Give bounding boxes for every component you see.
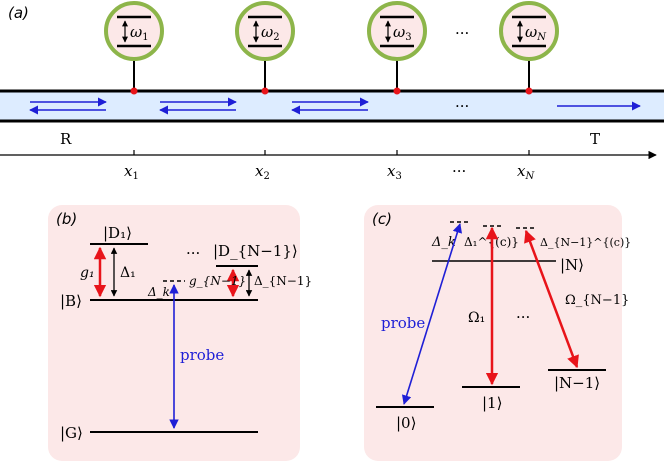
coupling-node xyxy=(261,87,269,95)
position-label: x xyxy=(255,162,264,180)
position-label: x xyxy=(124,162,133,180)
svg-text:x1: x1 xyxy=(124,162,139,182)
coupling-gn1: g_{N−1} xyxy=(189,274,246,288)
detuning-n1c: Δ_{N−1}^{(c)} xyxy=(540,236,631,249)
position-sub: 1 xyxy=(132,171,138,182)
panel-c: (c) Δ_k Δ₁^{(c)} Δ_{N−1}^{(c)} |N⟩ |0⟩ |… xyxy=(364,205,631,461)
probe-label: probe xyxy=(381,314,425,332)
position-sub: 2 xyxy=(263,171,269,182)
state-n1: |N−1⟩ xyxy=(554,374,600,392)
probe-label: probe xyxy=(180,346,224,364)
svg-text:x3: x3 xyxy=(387,162,402,182)
atom-freq: ω xyxy=(525,23,537,41)
reflection-label: R xyxy=(60,130,72,148)
state-1: |1⟩ xyxy=(482,394,502,412)
state-0: |0⟩ xyxy=(396,414,416,432)
atom-freq: ω xyxy=(261,23,273,41)
waveguide xyxy=(0,91,664,121)
detuning-1: Δ₁ xyxy=(120,265,136,281)
state-g: |G⟩ xyxy=(60,424,83,442)
atom-freq-sub: N xyxy=(536,32,547,43)
position-label: x xyxy=(517,162,526,180)
panel-a-label: (a) xyxy=(8,4,29,22)
atom-freq-sub: 1 xyxy=(142,32,148,43)
position-label: x xyxy=(387,162,396,180)
atom-1: ω1 xyxy=(104,1,164,95)
coupling-node xyxy=(393,87,401,95)
state-d1: |D₁⟩ xyxy=(103,224,132,242)
detuning-n1: Δ_{N−1} xyxy=(254,274,312,288)
atom-3: ω3 xyxy=(367,1,427,95)
svg-text:ωN: ωN xyxy=(525,23,547,43)
atom-freq: ω xyxy=(393,23,405,41)
positions-ellipsis: ··· xyxy=(452,162,466,180)
waveguide-ellipsis: ··· xyxy=(455,97,469,115)
atoms-ellipsis: ··· xyxy=(455,24,469,42)
waveguide-arrows xyxy=(29,97,641,115)
position-sub: N xyxy=(524,171,535,182)
control-1: Ω₁ xyxy=(468,310,485,326)
panel-c-ellipsis: ··· xyxy=(516,308,530,326)
probe-arrow xyxy=(401,223,463,405)
detuning-k: Δ_k xyxy=(147,285,170,299)
coupling-g1: g₁ xyxy=(80,265,95,281)
svg-text:x2: x2 xyxy=(255,162,270,182)
panel-a: (a) ··· ω1 xyxy=(0,1,664,182)
panel-b: (b) |D₁⟩ |D_{N−1}⟩ ··· |B⟩ Δ_k g₁ Δ₁ g_{… xyxy=(48,205,312,461)
state-dn1: |D_{N−1}⟩ xyxy=(213,242,298,260)
svg-text:ω2: ω2 xyxy=(261,23,280,43)
panel-b-ellipsis: ··· xyxy=(186,244,200,262)
panel-c-label: (c) xyxy=(372,210,392,228)
svg-text:ω1: ω1 xyxy=(130,23,149,43)
control-n1: Ω_{N−1} xyxy=(565,293,629,308)
atom-freq-sub: 2 xyxy=(273,32,279,43)
atom-n: ωN xyxy=(499,1,559,95)
state-n: |N⟩ xyxy=(560,256,584,274)
panel-b-label: (b) xyxy=(56,210,77,228)
svg-text:ω3: ω3 xyxy=(393,23,412,43)
coupling-node xyxy=(130,87,138,95)
position-sub: 3 xyxy=(395,171,401,182)
atom-2: ω2 xyxy=(235,1,295,95)
atom-freq-sub: 3 xyxy=(405,32,411,43)
coupling-node xyxy=(525,87,533,95)
svg-text:xN: xN xyxy=(517,162,535,182)
state-b: |B⟩ xyxy=(60,292,82,310)
control-n1-arrow xyxy=(524,229,579,369)
atom-freq: ω xyxy=(130,23,142,41)
transmission-label: T xyxy=(590,130,600,148)
